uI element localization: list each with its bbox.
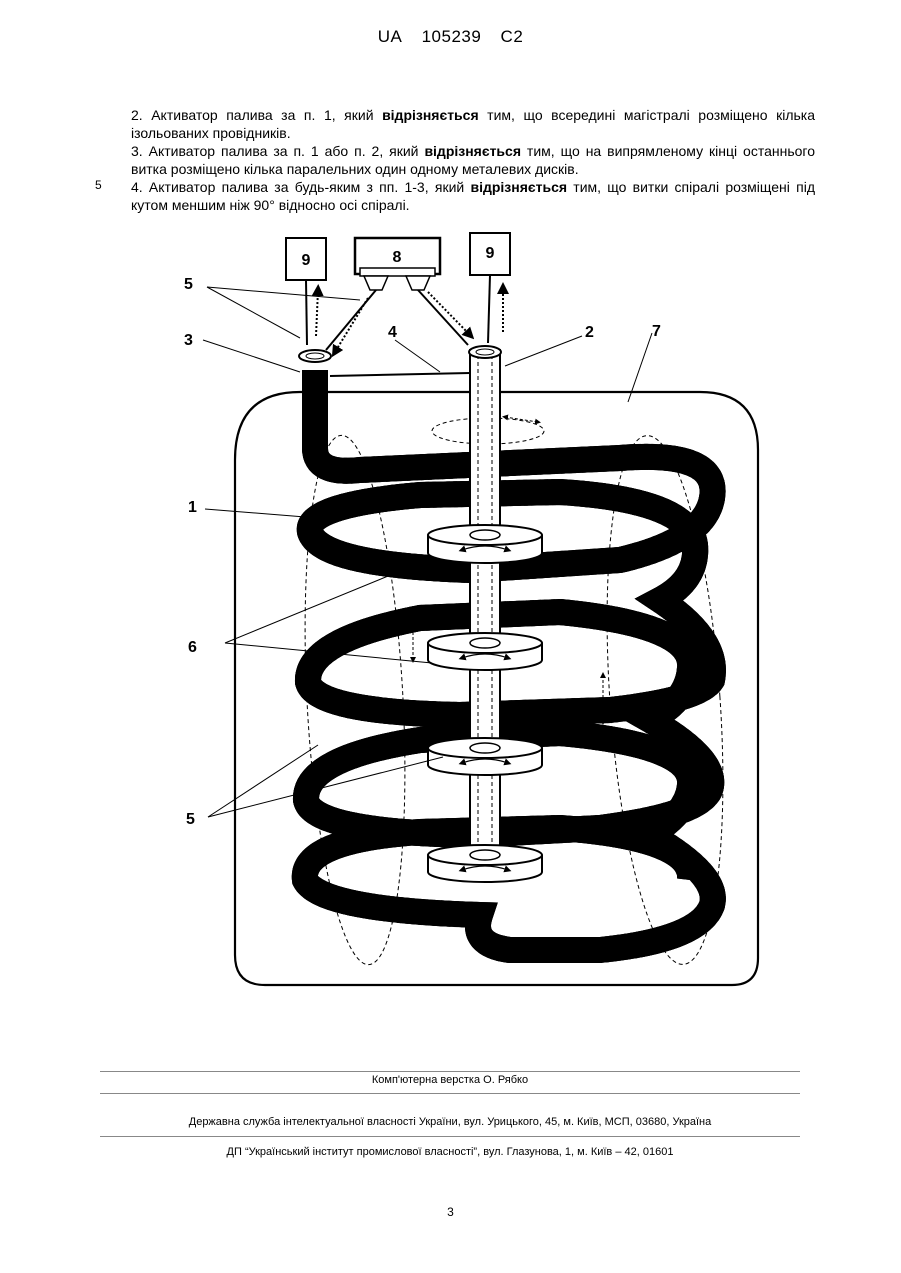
tube-end-left [299, 350, 331, 362]
ref-label-7: 7 [652, 323, 661, 340]
ref-label-5-top: 5 [184, 276, 193, 293]
claim-3: 3. Активатор палива за п. 1 або п. 2, як… [131, 142, 815, 178]
svg-text:9: 9 [302, 252, 311, 269]
ref-label-6: 6 [188, 639, 197, 656]
ref-label-3: 3 [184, 332, 193, 349]
footer-institute: ДП “Український інститут промислової вла… [100, 1146, 800, 1158]
disc-4 [428, 845, 542, 882]
block-8: 8 [355, 238, 440, 290]
footer-office: Державна служба інтелектуальної власност… [100, 1116, 800, 1128]
ref-label-2: 2 [585, 324, 594, 341]
footer-rule-3 [100, 1136, 800, 1137]
central-rod [469, 346, 501, 875]
disc-2 [428, 633, 542, 670]
svg-text:8: 8 [393, 249, 402, 266]
patent-figure: 9 8 9 5 3 4 2 7 1 6 5 [150, 225, 770, 1005]
patent-header: UA 105239 C2 [0, 27, 901, 47]
block-9-right: 9 [470, 233, 510, 275]
claim-2: 2. Активатор палива за п. 1, який відріз… [131, 106, 815, 142]
line-number: 5 [95, 178, 102, 192]
ref-label-1: 1 [188, 499, 197, 516]
patent-country: UA [378, 27, 403, 46]
page-number: 3 [0, 1205, 901, 1219]
ref-label-4: 4 [388, 324, 397, 341]
patent-number: 105239 [422, 27, 482, 46]
disc-1 [428, 525, 542, 563]
footer-layout-credit: Комп'ютерна верстка О. Рябко [100, 1074, 800, 1086]
patent-kind: C2 [501, 27, 524, 46]
ref-label-5-bottom: 5 [186, 811, 195, 828]
claims-text: 2. Активатор палива за п. 1, який відріз… [131, 106, 815, 214]
disc-3 [428, 738, 542, 775]
block-9-left: 9 [286, 238, 326, 280]
svg-text:9: 9 [486, 245, 495, 262]
footer-rule-1 [100, 1071, 800, 1072]
footer-rule-2 [100, 1093, 800, 1094]
claim-4: 4. Активатор палива за будь-яким з пп. 1… [131, 178, 815, 214]
conductor-4 [330, 373, 470, 376]
